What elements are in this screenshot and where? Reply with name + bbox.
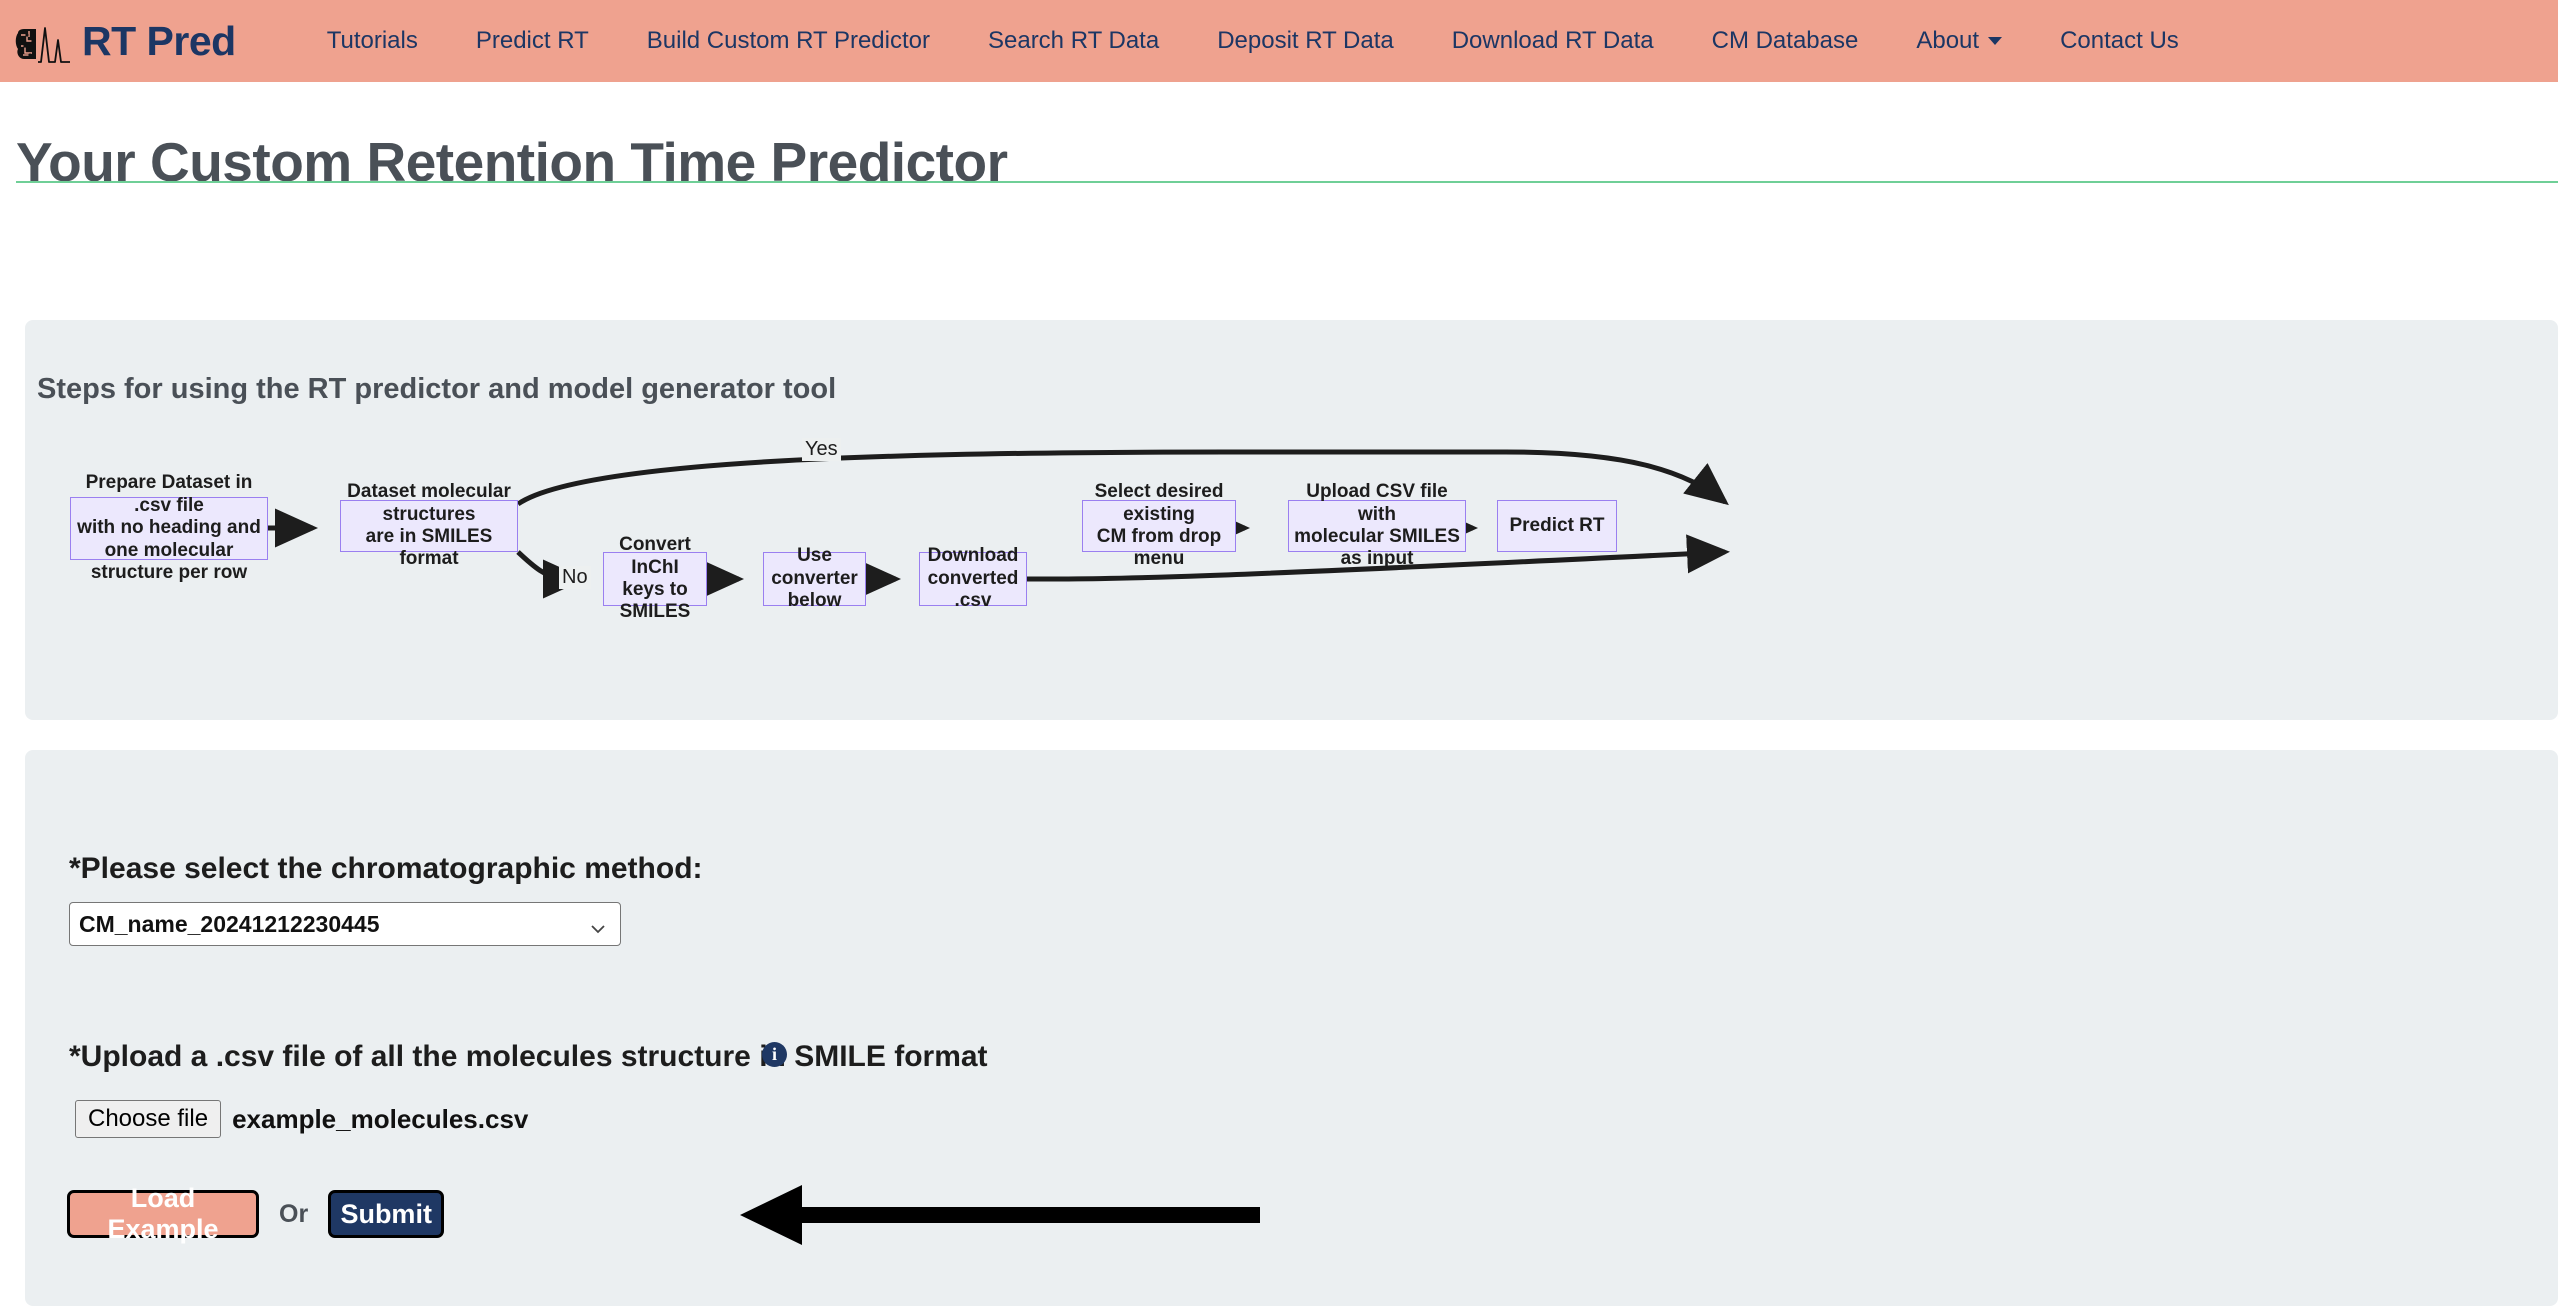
nav-item-label: Predict RT (475, 27, 589, 54)
nav-item-label: Search RT Data (987, 27, 1160, 54)
chromatographic-method-value: CM_name_20241212230445 (79, 910, 380, 937)
brand-home-link[interactable]: RT Pred (14, 15, 236, 67)
nav-item-label: Download RT Data (1451, 27, 1654, 54)
submit-button[interactable]: Submit (328, 1190, 445, 1238)
nav-item-label: CM Database (1711, 27, 1859, 54)
prediction-form-panel: *Please select the chromatographic metho… (25, 750, 2558, 1306)
or-separator-label: Or (279, 1199, 309, 1228)
steps-panel-heading: Steps for using the RT predictor and mod… (37, 373, 837, 405)
chevron-down-icon (1988, 37, 2003, 45)
flow-edge-label-no: No (559, 566, 591, 589)
brand-title: RT Pred (82, 17, 236, 64)
nav-item-cm-database[interactable]: CM Database (1683, 27, 1888, 55)
choose-file-button[interactable]: Choose file (75, 1100, 222, 1138)
brain-chromatogram-logo-icon (14, 15, 72, 67)
selected-file-name: example_molecules.csv (232, 1103, 529, 1134)
nav-item-label: Deposit RT Data (1217, 27, 1394, 54)
method-select-label: *Please select the chromatographic metho… (69, 852, 703, 885)
nav-item-about[interactable]: About (1887, 27, 2031, 55)
nav-item-predict-rt[interactable]: Predict RT (447, 27, 618, 55)
nav-item-contact-us[interactable]: Contact Us (2031, 27, 2208, 55)
load-example-button[interactable]: Load Example (67, 1183, 259, 1244)
info-icon[interactable]: i (762, 1042, 787, 1067)
nav-item-label: Tutorials (326, 27, 418, 54)
flowchart-connectors (268, 449, 1730, 599)
nav-item-download-rt-data[interactable]: Download RT Data (1423, 27, 1683, 55)
form-actions-row: Load Example Or Submit (67, 1183, 445, 1244)
flow-edge-label-yes: Yes (802, 438, 841, 461)
submit-pointer-arrow-icon (740, 1185, 1260, 1250)
nav-item-label: About (1916, 27, 1980, 54)
nav-item-label: Build Custom RT Predictor (646, 27, 930, 54)
nav-item-search-rt-data[interactable]: Search RT Data (959, 27, 1188, 55)
nav-links: Tutorials Predict RT Build Custom RT Pre… (298, 27, 2208, 55)
nav-item-deposit-rt-data[interactable]: Deposit RT Data (1188, 27, 1423, 55)
top-navigation-bar: RT Pred Tutorials Predict RT Build Custo… (0, 0, 2558, 82)
nav-item-build-custom-rt-predictor[interactable]: Build Custom RT Predictor (618, 27, 959, 55)
chromatographic-method-select[interactable]: CM_name_20241212230445 (69, 902, 621, 946)
page-title: Your Custom Retention Time Predictor (16, 130, 1008, 193)
flow-node-text: Predict RT (1509, 514, 1605, 536)
file-upload-row: Choose file example_molecules.csv (75, 1100, 528, 1138)
nav-item-tutorials[interactable]: Tutorials (298, 27, 447, 55)
upload-file-label: *Upload a .csv file of all the molecules… (69, 1040, 988, 1073)
chevron-down-icon (590, 916, 606, 934)
title-divider (16, 181, 2558, 183)
steps-panel: Steps for using the RT predictor and mod… (25, 320, 2558, 720)
nav-item-label: Contact Us (2060, 27, 2179, 54)
info-icon-glyph: i (771, 1044, 777, 1064)
flow-node-predict-rt: Predict RT (1497, 500, 1617, 552)
